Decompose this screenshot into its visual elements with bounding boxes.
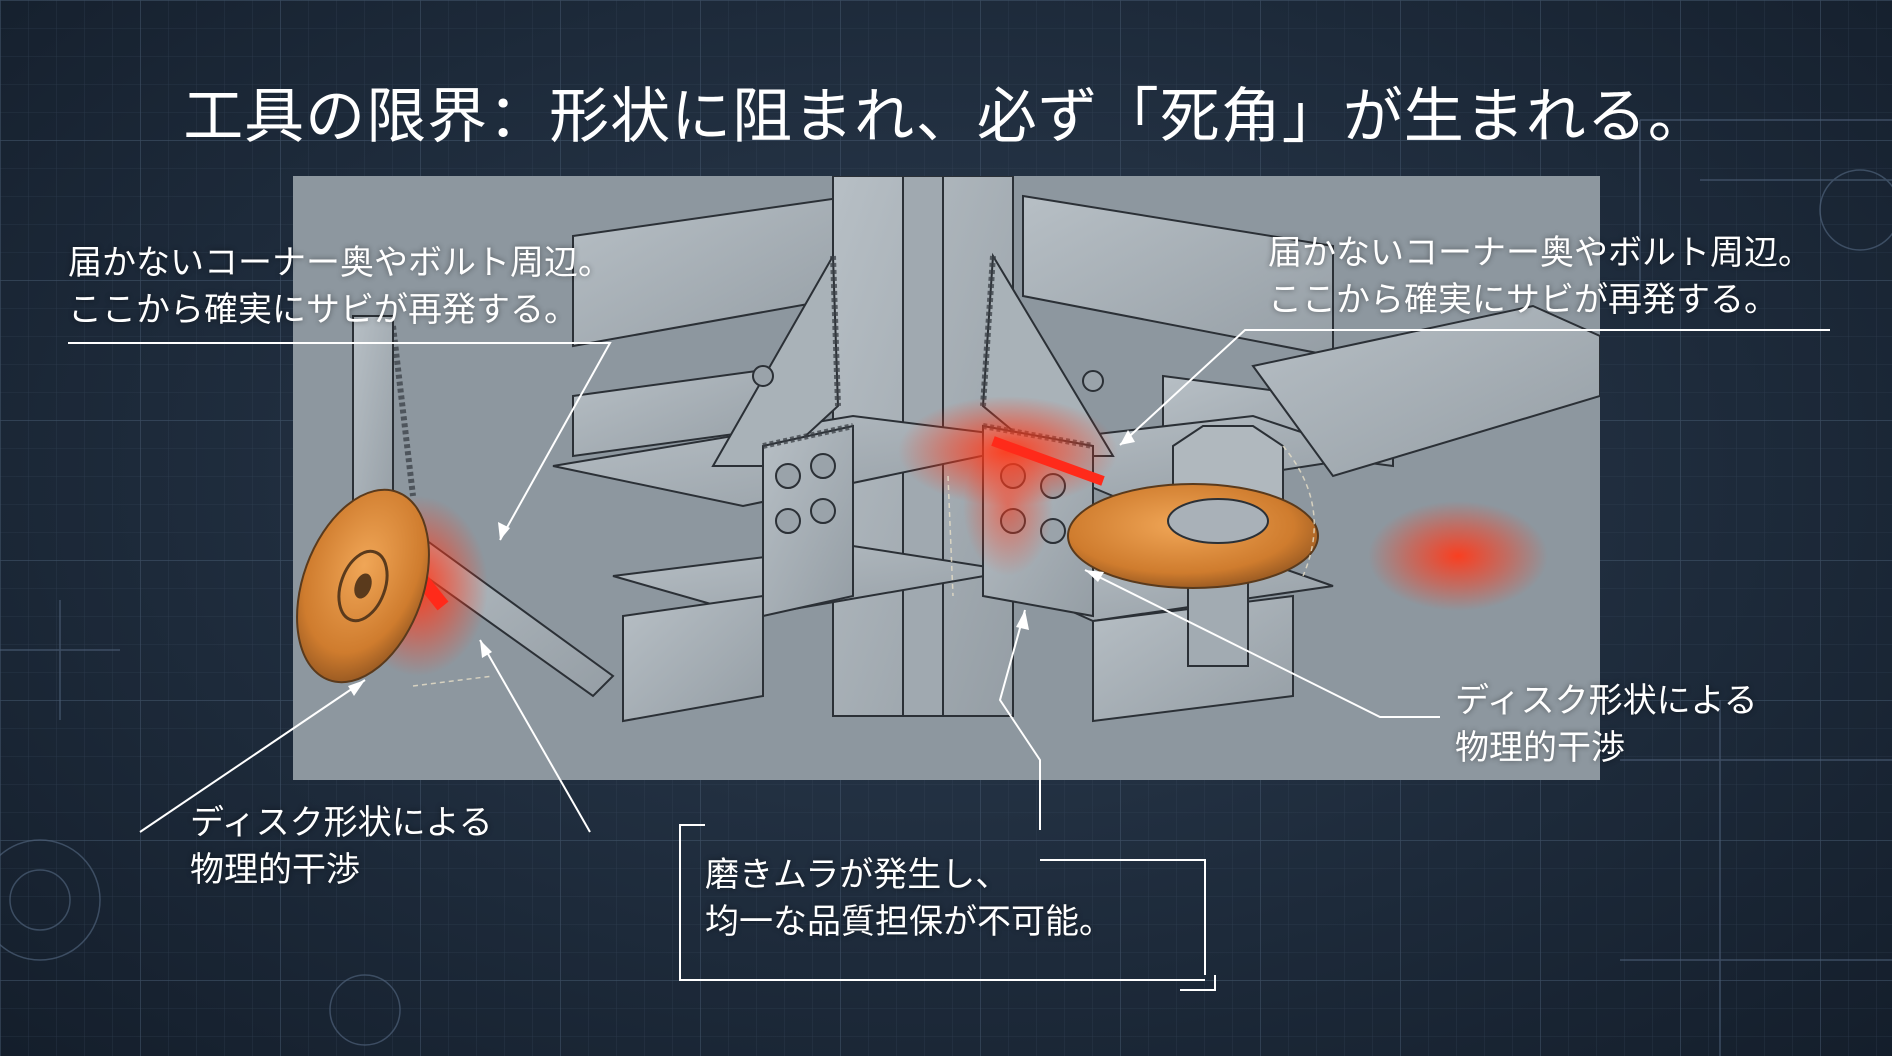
callout-top-right-line1: 届かないコーナー奥やボルト周辺。 (1268, 233, 1812, 273)
right-bolt-assembly (1172, 304, 1600, 667)
callout-bottom-center-line2: 均一な品質担保が不可能。 (705, 901, 1113, 942)
right-grinder-disc (1067, 483, 1319, 589)
callout-top-right: 届かないコーナー奥やボルト周辺。 ここから確実にサビが再発する。 (1268, 230, 1812, 324)
callout-bottom-center: 磨きムラが発生し、 均一な品質担保が不可能。 (705, 852, 1113, 946)
callout-bottom-right-line2: 物理的干渉 (1455, 727, 1625, 768)
callout-bottom-right: ディスク形状による 物理的干渉 (1455, 678, 1758, 772)
callout-bottom-left: ディスク形状による 物理的干渉 (190, 800, 493, 894)
callout-bottom-left-line1: ディスク形状による (190, 803, 493, 843)
callout-bottom-center-line1: 磨きムラが発生し、 (705, 855, 1010, 895)
callout-top-right-line2: ここから確実にサビが再発する。 (1268, 279, 1778, 320)
callout-bottom-left-line2: 物理的干渉 (190, 849, 360, 890)
callout-bottom-right-line1: ディスク形状による (1455, 681, 1758, 721)
blueprint-sketch-lines (0, 119, 1892, 1056)
callout-top-left: 届かないコーナー奥やボルト周辺。 ここから確実にサビが再発する。 (68, 240, 612, 334)
callout-top-left-line1: 届かないコーナー奥やボルト周辺。 (68, 243, 612, 283)
callout-top-left-line2: ここから確実にサビが再発する。 (68, 289, 578, 330)
page-title: 工具の限界：形状に阻まれ、必ず「死角」が生まれる。 (183, 82, 1709, 152)
